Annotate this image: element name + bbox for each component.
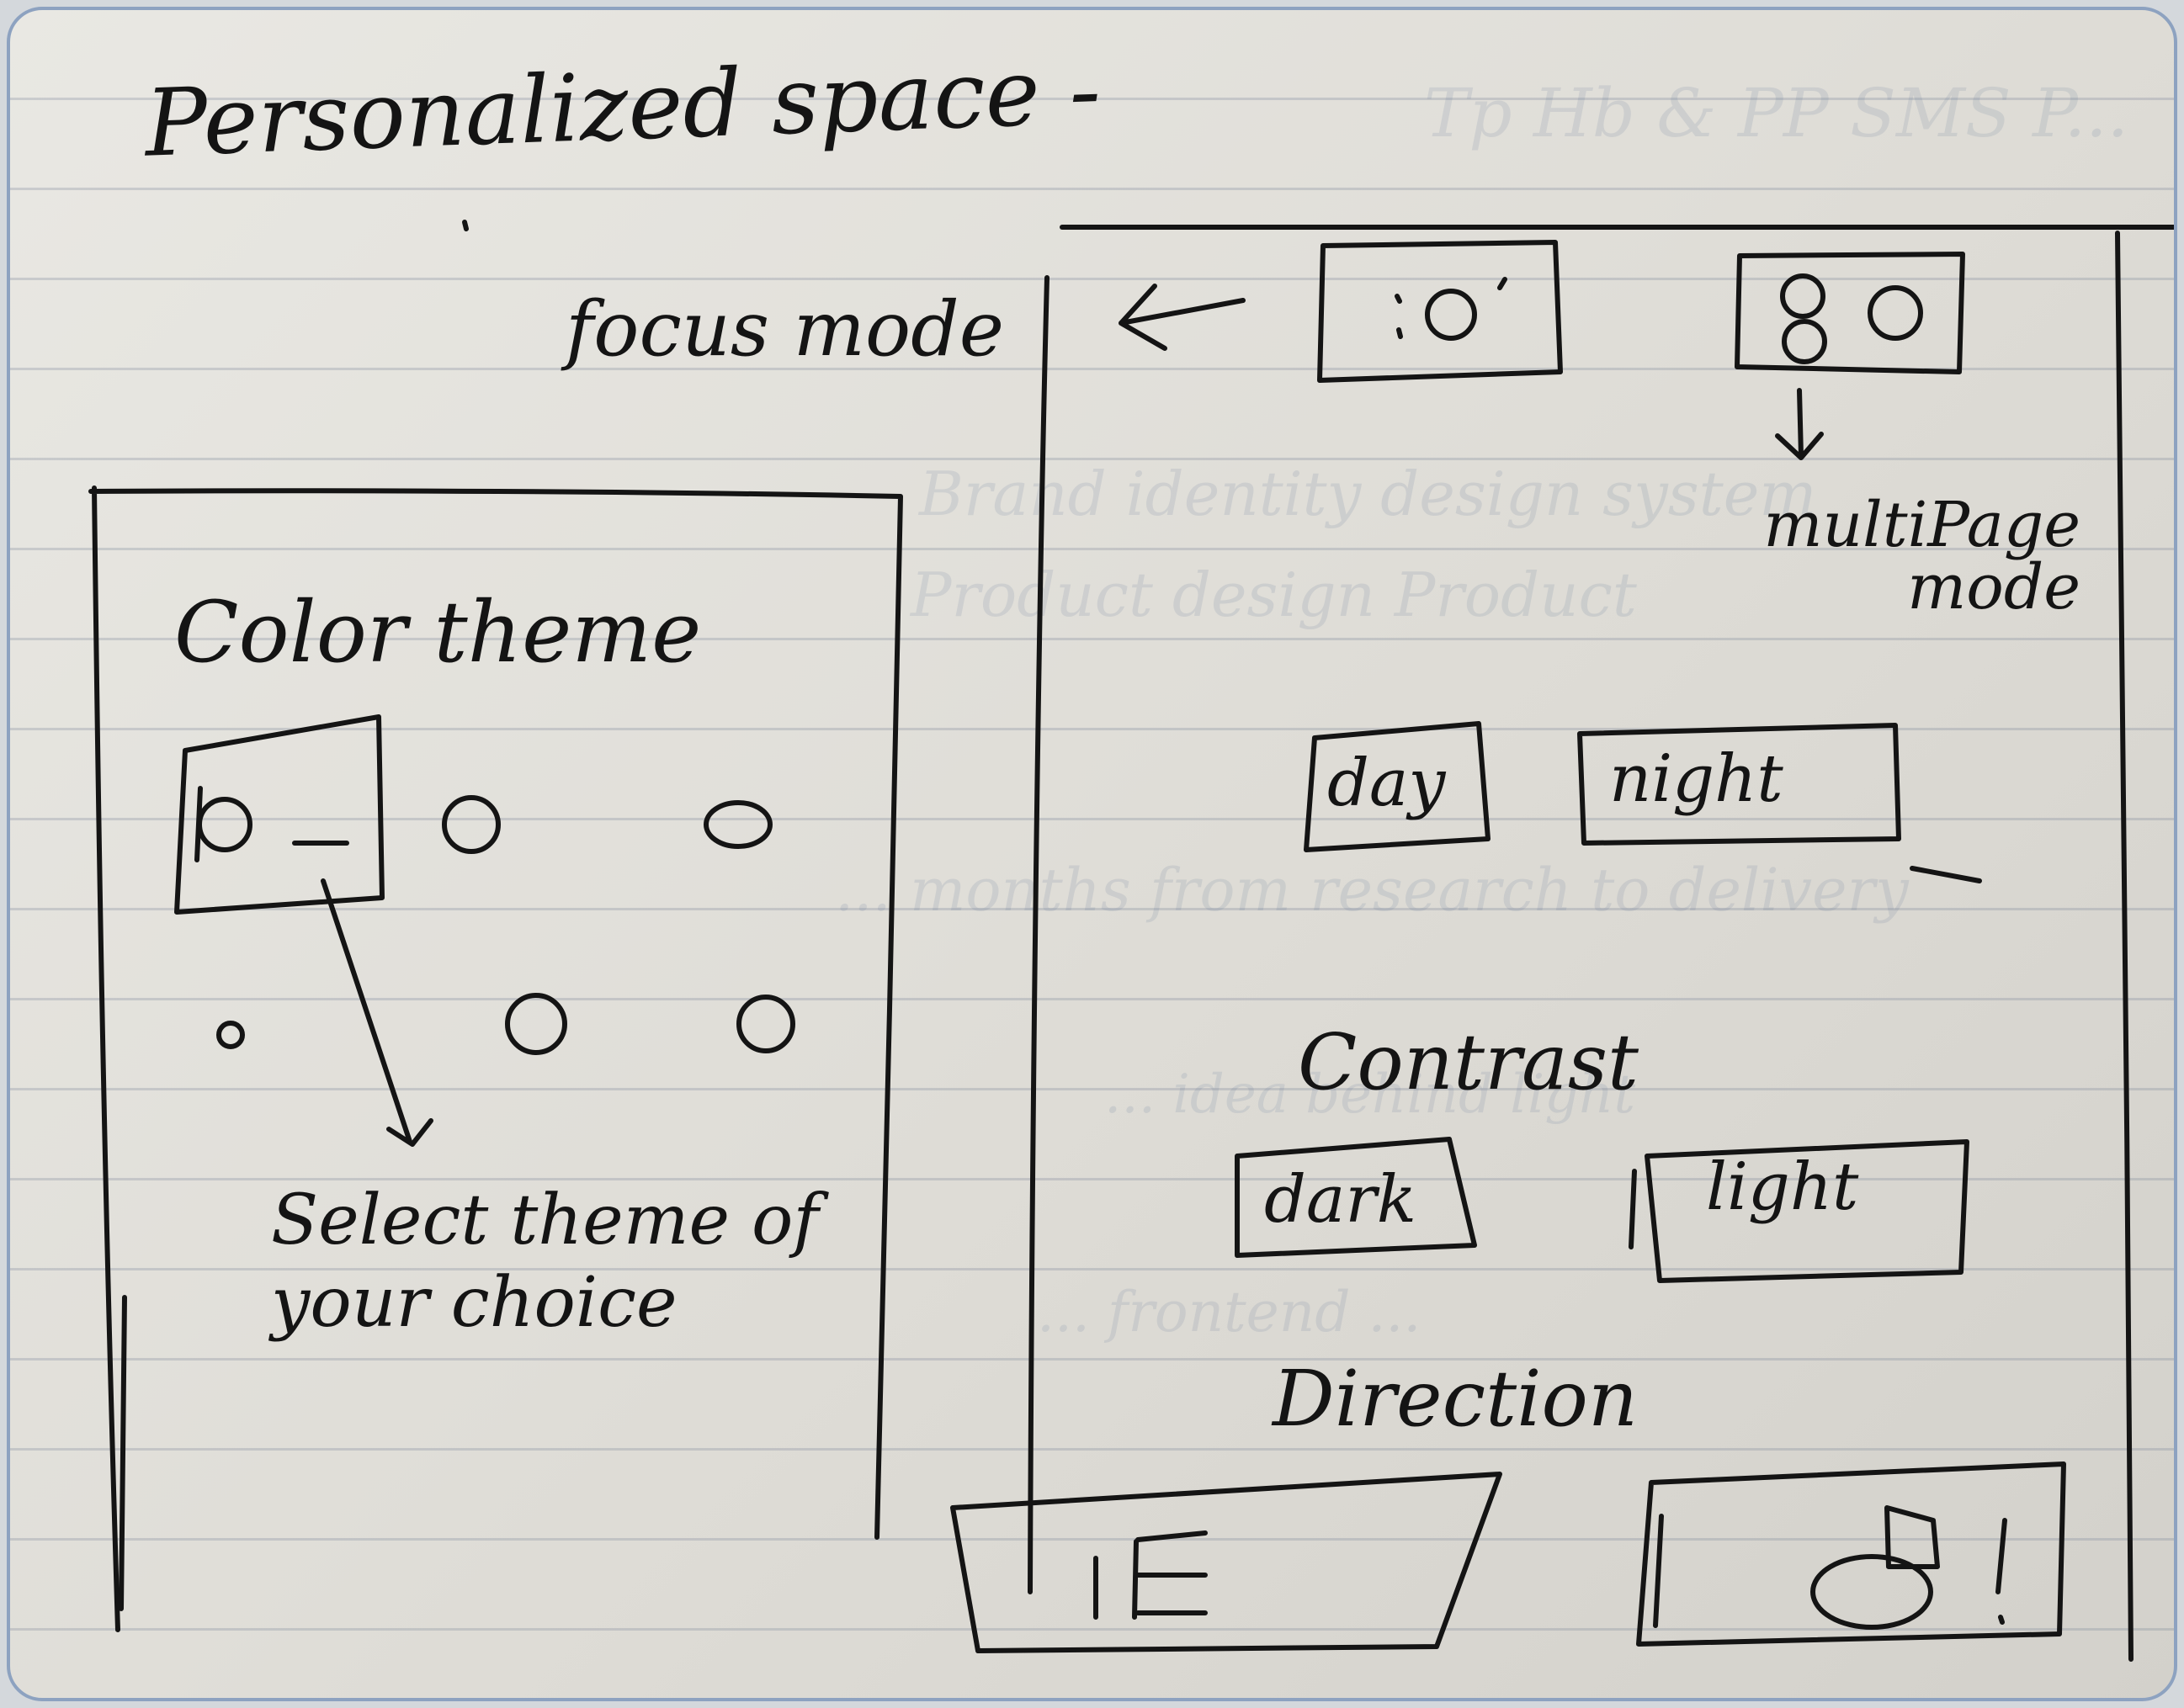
multipage-icon-circle-2 xyxy=(1782,319,1827,364)
light-contrast-button[interactable]: light xyxy=(1706,1149,1859,1225)
svg-text:Product design Product: Product design Product xyxy=(909,560,1638,630)
multipage-arrow-icon xyxy=(1775,388,1824,460)
svg-text:... months from research to d: ... months from research to delivery xyxy=(835,856,1910,925)
theme-swatch-6 xyxy=(736,995,795,1053)
light-button-box xyxy=(1645,1139,1969,1283)
night-button-box xyxy=(1577,723,1901,846)
focus-mode-icon-marks xyxy=(1395,277,1507,339)
selected-swatch-box xyxy=(174,714,385,915)
day-button-box xyxy=(1304,721,1491,852)
rtl-align-icon xyxy=(1810,1554,1933,1630)
multipage-icon-circle-3 xyxy=(1868,285,1923,341)
direction-label: Direction xyxy=(1273,1354,1639,1444)
sketch-drawing: Tp Hb & PP SMS P... Brand identity desig… xyxy=(88,74,2174,1662)
theme-swatch-4 xyxy=(216,1021,245,1049)
color-theme-panel-outline xyxy=(88,485,903,1632)
svg-text:... frontend ...: ... frontend ... xyxy=(1037,1280,1421,1345)
ltr-align-icon xyxy=(1093,1530,1208,1620)
bleed-through-text: Tp Hb & PP SMS P... Brand identity desig… xyxy=(835,74,2128,1345)
dark-contrast-button[interactable]: dark xyxy=(1264,1162,1416,1238)
svg-text:... idea behind light: ... idea behind light xyxy=(1104,1064,1635,1126)
focus-mode-label: focus mode xyxy=(566,285,1005,374)
direction-ltr-box xyxy=(950,1472,1502,1653)
left-notebook-margin xyxy=(119,1295,127,1611)
theme-swatch-2 xyxy=(442,795,501,854)
focus-mode-box xyxy=(1317,240,1563,383)
color-theme-label: Color theme xyxy=(174,583,702,682)
focus-mode-icon-circle xyxy=(1425,289,1477,341)
multipage-mode-label: multiPage mode xyxy=(1763,489,2080,623)
theme-swatch-3 xyxy=(704,800,773,849)
contrast-label: Contrast xyxy=(1298,1017,1639,1107)
theme-swatch-5 xyxy=(505,993,567,1055)
direction-rtl-box xyxy=(1636,1461,2066,1647)
select-theme-arrow-icon xyxy=(321,878,433,1147)
night-button[interactable]: night xyxy=(1609,741,1783,817)
select-theme-note: Select theme of your choice xyxy=(271,1180,819,1344)
svg-text:Brand identity design system: Brand identity design system xyxy=(917,459,1817,529)
focus-arrow-icon xyxy=(1119,284,1246,351)
svg-text:Tp Hb & PP SMS P...: Tp Hb & PP SMS P... xyxy=(1424,74,2128,152)
top-dot xyxy=(462,220,469,231)
main-divider-line xyxy=(1028,275,1049,1594)
notebook-page: Tp Hb & PP SMS P... Brand identity desig… xyxy=(7,7,2177,1701)
multipage-mode-box xyxy=(1735,252,1965,374)
dark-button-box xyxy=(1235,1137,1477,1258)
day-button[interactable]: day xyxy=(1327,745,1446,821)
multipage-icon-circle-1 xyxy=(1780,273,1825,319)
right-panel-right-edge xyxy=(2115,231,2134,1662)
theme-swatch-1 xyxy=(197,797,252,852)
